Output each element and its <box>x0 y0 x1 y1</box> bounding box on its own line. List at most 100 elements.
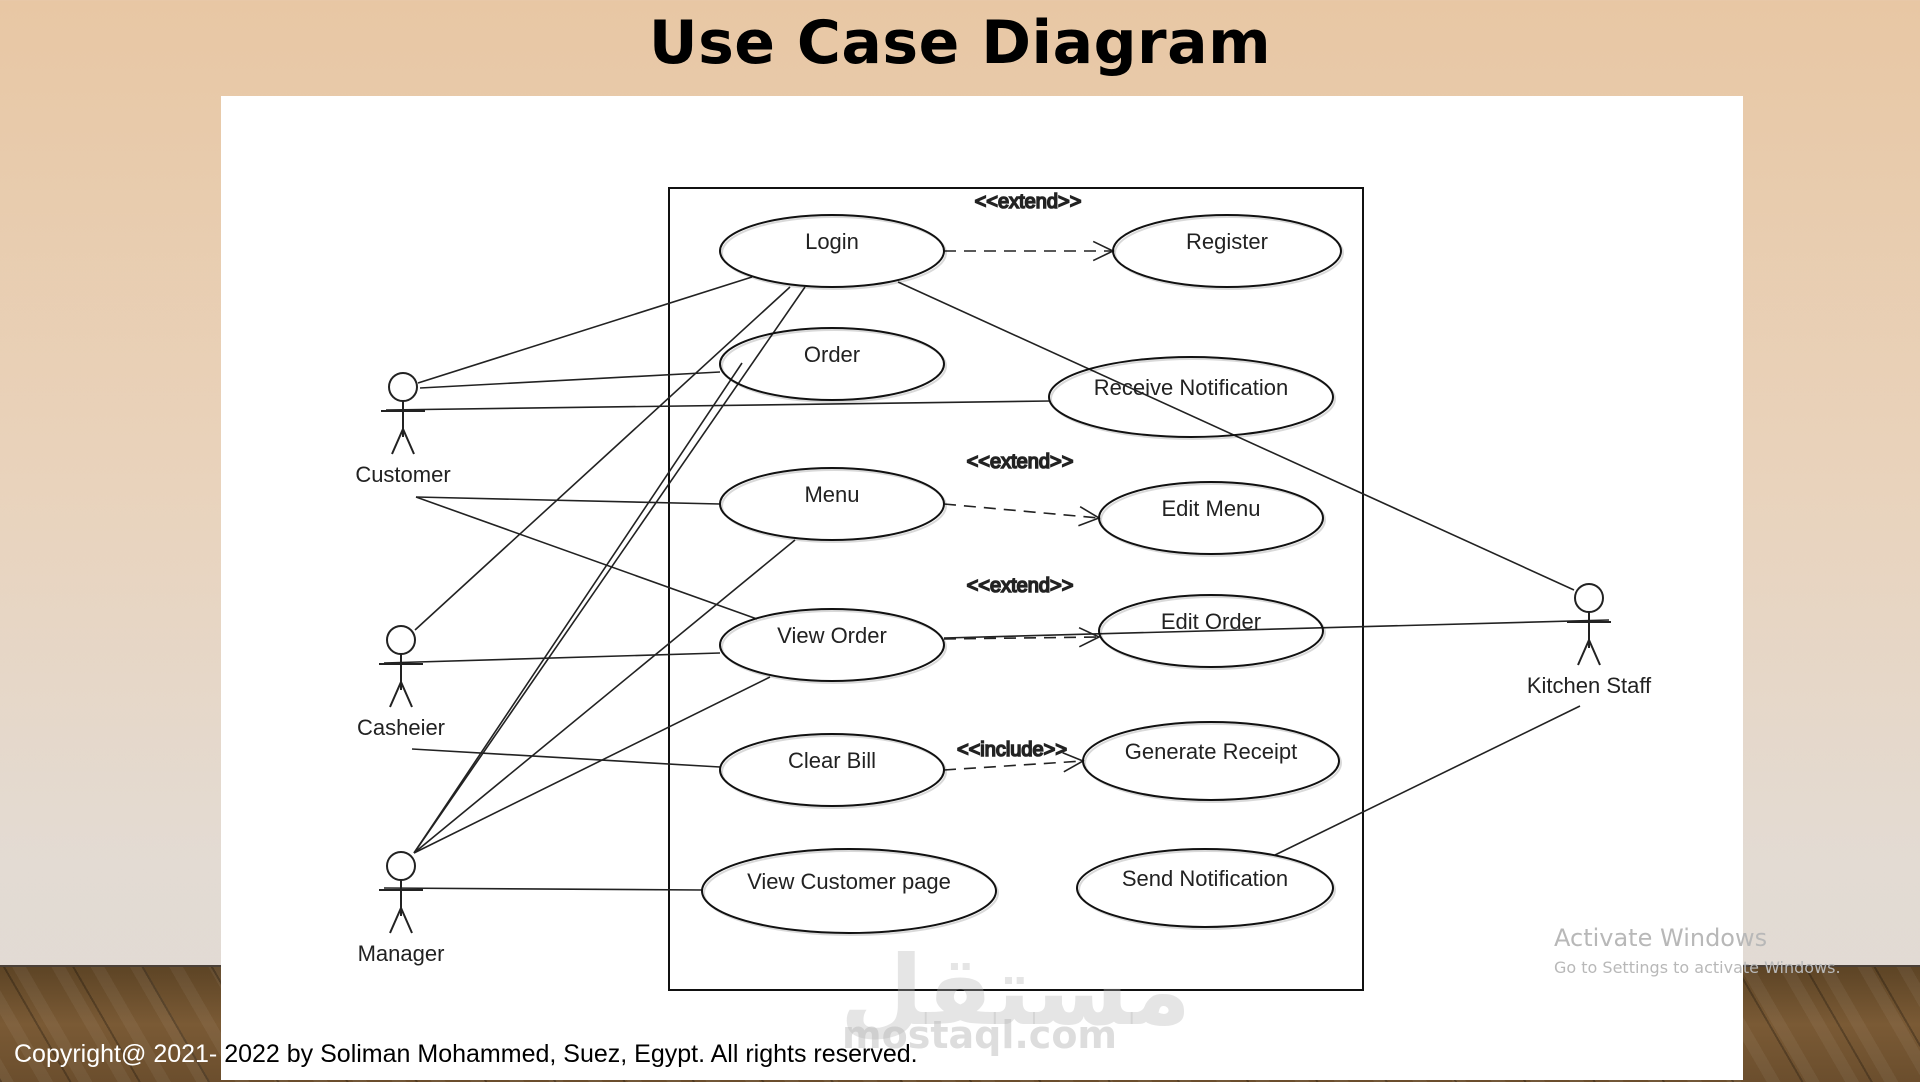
use-case-view-customer-page-shadow <box>703 850 999 936</box>
use-case-edit-menu-ellipse <box>1098 481 1324 555</box>
actor-kitchen-label: Kitchen Staff <box>1527 673 1652 698</box>
use-case-send-notification-label: Send Notification <box>1122 866 1288 891</box>
activate-windows-subtitle: Go to Settings to activate Windows. <box>1554 958 1841 977</box>
use-case-menu[interactable]: Menu <box>719 467 947 543</box>
actor-manager[interactable]: Manager <box>358 851 445 966</box>
login-extend-register: <<extend>> <box>944 190 1115 262</box>
clear-bill-include-generate-receipt: <<include>> <box>943 738 1085 773</box>
actor-casheier[interactable]: Casheier <box>357 625 445 740</box>
use-case-generate-receipt[interactable]: Generate Receipt <box>1082 721 1342 803</box>
copyright-text: Copyright@ 2021- 2022 by Soliman Mohamme… <box>14 1040 918 1069</box>
association-kitchen-edit-order <box>943 619 1610 639</box>
use-case-register[interactable]: Register <box>1112 214 1344 290</box>
association-kitchen-send-notification <box>1274 705 1581 856</box>
use-case-login-ellipse <box>719 214 945 288</box>
actor-head <box>1574 583 1604 613</box>
relationship-lines: <<extend>> <<extend>> <<extend>> <<include>… <box>943 190 1115 773</box>
use-case-view-customer-page-ellipse <box>701 848 997 934</box>
actor-manager-label: Manager <box>358 941 445 966</box>
actor-casheier-label: Casheier <box>357 715 445 740</box>
association-manager-view-order <box>413 676 771 854</box>
open-arrowhead-icon <box>1078 626 1101 648</box>
association-manager-view-customer-page <box>383 887 703 891</box>
diagram-panel <box>221 96 1743 1080</box>
actor-head <box>386 625 416 655</box>
use-case-edit-order-label: Edit Order <box>1161 609 1261 634</box>
association-manager-menu <box>413 539 796 854</box>
use-case-generate-receipt-shadow <box>1084 723 1342 803</box>
association-customer-receive-notification <box>385 400 1051 411</box>
use-case-receive-notification[interactable]: Receive Notification <box>1048 356 1336 440</box>
use-case-view-customer-page-label: View Customer page <box>747 869 951 894</box>
stick-figure-icon <box>1567 583 1611 666</box>
use-case-clear-bill-label: Clear Bill <box>788 748 876 773</box>
stereotype-label: <<extend>> <box>975 191 1082 213</box>
stereotype-label: <<include>> <box>957 739 1067 761</box>
use-case-menu-label: Menu <box>804 482 859 507</box>
use-case-receive-notification-shadow <box>1050 358 1336 440</box>
use-case-send-notification[interactable]: Send Notification <box>1076 848 1336 930</box>
use-case-view-order-label: View Order <box>777 623 887 648</box>
association-casheier-view-order <box>383 652 721 664</box>
use-case-clear-bill-ellipse <box>719 733 945 807</box>
actor-legs <box>1577 637 1601 666</box>
association-casheier-login <box>414 286 791 631</box>
association-customer-view-order <box>415 496 758 620</box>
stereotype-label: <<extend>> <box>967 451 1074 473</box>
use-case-view-order[interactable]: View Order <box>719 608 947 684</box>
use-case-register-shadow <box>1114 216 1344 290</box>
slide-title: Use Case Diagram <box>648 8 1272 78</box>
watermark-arabic: مستقل <box>840 935 1192 1047</box>
use-case-login[interactable]: Login <box>719 214 947 290</box>
use-case-view-order-shadow <box>721 610 947 684</box>
actor-head <box>388 372 418 402</box>
use-case-menu-ellipse <box>719 467 945 541</box>
association-manager-login <box>413 286 806 854</box>
use-case-order-shadow <box>721 329 947 403</box>
use-case-clear-bill-shadow <box>721 735 947 809</box>
use-case-edit-menu[interactable]: Edit Menu <box>1098 481 1326 557</box>
use-case-edit-order[interactable]: Edit Order <box>1098 594 1326 670</box>
actor-legs <box>391 426 415 455</box>
copyright-rest: 2022 by Soliman Mohammed, Suez, Egypt. A… <box>217 1040 918 1068</box>
stereotype-label: <<extend>> <box>967 575 1074 597</box>
stick-figure-icon <box>379 625 423 708</box>
association-lines <box>383 276 1610 891</box>
association-customer-login <box>417 276 753 384</box>
use-case-order-label: Order <box>804 342 860 367</box>
menu-extend-edit-menu-line <box>943 503 1100 519</box>
system-boundary <box>668 187 1364 991</box>
use-case-view-customer-page[interactable]: View Customer page <box>701 848 999 936</box>
use-case-order-ellipse <box>719 327 945 401</box>
copyright-prefix: Copyright@ 2021- <box>14 1040 218 1068</box>
use-case-clear-bill[interactable]: Clear Bill <box>719 733 947 809</box>
use-case-send-notification-ellipse <box>1076 848 1334 928</box>
use-case-register-ellipse <box>1112 214 1342 288</box>
use-case-edit-order-shadow <box>1100 596 1326 670</box>
use-case-edit-menu-label: Edit Menu <box>1161 496 1260 521</box>
use-case-login-label: Login <box>805 229 859 254</box>
clear-bill-include-generate-receipt-line <box>943 760 1084 771</box>
association-customer-menu <box>415 496 721 505</box>
actor-customer[interactable]: Customer <box>355 372 451 487</box>
view-order-extend-edit-order: <<extend>> <box>943 574 1101 648</box>
activate-windows-title: Activate Windows <box>1554 924 1768 952</box>
stick-figure-icon <box>381 372 425 455</box>
menu-extend-edit-menu: <<extend>> <box>943 450 1101 527</box>
use-case-receive-notification-ellipse <box>1048 356 1334 438</box>
actor-legs <box>389 905 413 934</box>
association-manager-order <box>413 362 743 854</box>
use-case-edit-menu-shadow <box>1100 483 1326 557</box>
use-case-menu-shadow <box>721 469 947 543</box>
association-casheier-clear-bill <box>411 748 721 768</box>
association-customer-order <box>419 371 721 389</box>
use-case-edit-order-ellipse <box>1098 594 1324 668</box>
open-arrowhead-icon <box>1078 506 1101 527</box>
use-case-order[interactable]: Order <box>719 327 947 403</box>
actor-kitchen[interactable]: Kitchen Staff <box>1527 583 1652 698</box>
use-case-generate-receipt-label: Generate Receipt <box>1125 739 1297 764</box>
use-case-send-notification-shadow <box>1078 850 1336 930</box>
